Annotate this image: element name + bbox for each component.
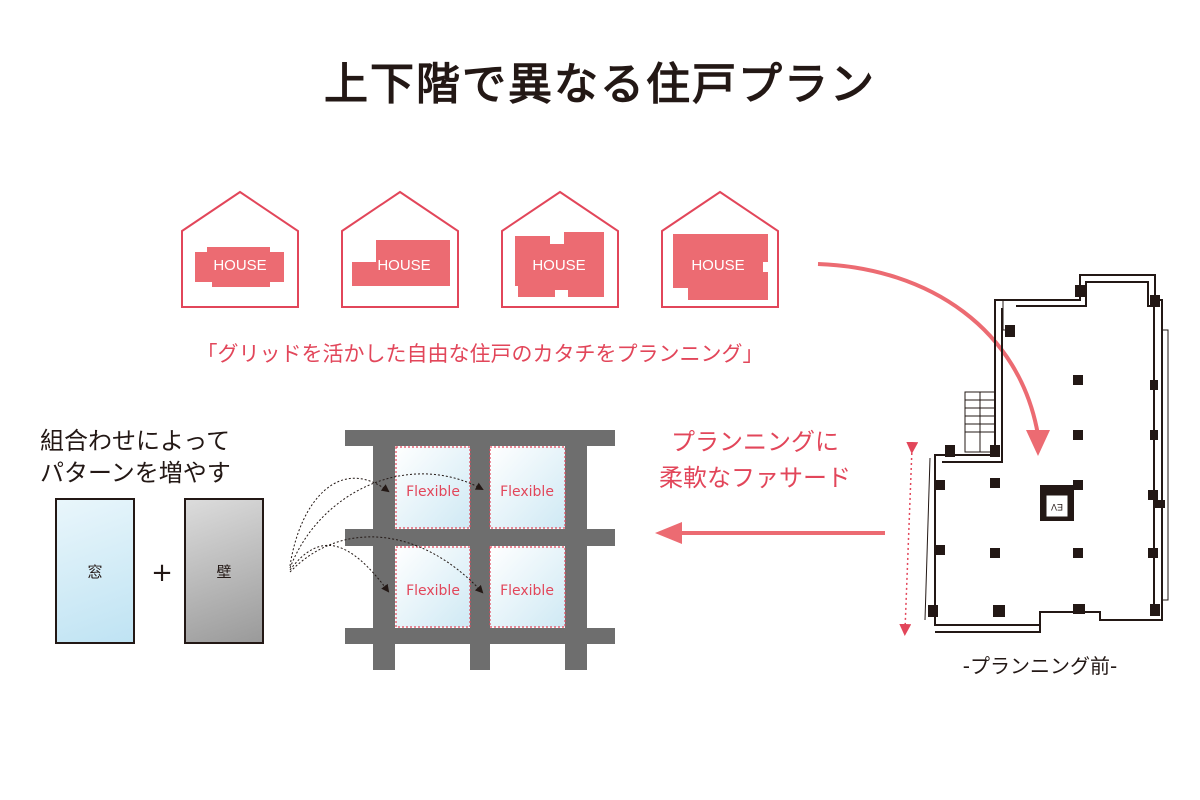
house-label: HOUSE xyxy=(377,257,430,274)
house-label: HOUSE xyxy=(213,257,266,274)
plan-outline xyxy=(934,274,1163,633)
combination-caption: 組合わせによって パターンを増やす xyxy=(40,425,300,489)
grid-beam xyxy=(345,628,615,644)
house-icon: HOUSE xyxy=(341,190,459,308)
facade-grid: Flexible Flexible Flexible Flexible xyxy=(289,430,615,670)
concept-quote: 「グリッドを活かした自由な住戸のカタチをプランニング」 xyxy=(196,342,764,366)
flexible-cell: Flexible xyxy=(489,546,566,628)
house-label: HOUSE xyxy=(532,257,585,274)
house-diagram: HOUSE HOUSE HOUSE HOUSE xyxy=(181,190,779,308)
curved-arrow xyxy=(817,262,1040,436)
flexible-label: Flexible xyxy=(500,583,554,599)
window-label: 窓 xyxy=(87,562,103,581)
facade-line-2: 柔軟なファサード xyxy=(659,464,851,492)
window-panel: 窓 xyxy=(55,498,135,644)
left-arrow-head xyxy=(655,522,682,544)
plus-sign: + xyxy=(151,558,173,588)
facade-caption: プランニングに 柔軟なファサード xyxy=(640,424,870,496)
flexible-label: Flexible xyxy=(406,484,460,500)
elevator-icon: EV xyxy=(1040,485,1074,521)
facade-line-1: プランニングに xyxy=(671,428,839,456)
plan-columns xyxy=(928,285,1165,617)
grid-beam xyxy=(345,430,615,446)
flexible-label: Flexible xyxy=(500,484,554,500)
combination-line-2: パターンを増やす xyxy=(40,459,231,487)
house-icon: HOUSE xyxy=(661,190,779,308)
wall-panel: 壁 xyxy=(184,498,264,644)
dotted-arrows xyxy=(289,473,484,594)
page-title: 上下階で異なる住戸プラン xyxy=(324,59,876,110)
house-icon: HOUSE xyxy=(181,190,299,308)
combination-line-1: 組合わせによって xyxy=(40,427,231,455)
grid-column xyxy=(470,430,490,670)
elevator-label: EV xyxy=(1051,502,1063,512)
flexible-label: Flexible xyxy=(406,583,460,599)
plan-caption: -プランニング前- xyxy=(962,654,1118,678)
flexible-cell: Flexible xyxy=(395,546,471,628)
curved-arrow-head xyxy=(1026,430,1050,456)
plan-balcony xyxy=(924,300,1169,621)
plan-stairs xyxy=(964,391,996,453)
grid-beam xyxy=(345,529,615,546)
grid-column xyxy=(565,430,587,670)
house-label: HOUSE xyxy=(691,257,744,274)
floor-plan: EV xyxy=(655,262,1169,636)
facade-range-arrow xyxy=(899,441,919,636)
flexible-cell: Flexible xyxy=(489,446,566,529)
house-icon: HOUSE xyxy=(501,190,619,308)
flexible-cell: Flexible xyxy=(395,446,471,529)
wall-label: 壁 xyxy=(216,562,232,581)
